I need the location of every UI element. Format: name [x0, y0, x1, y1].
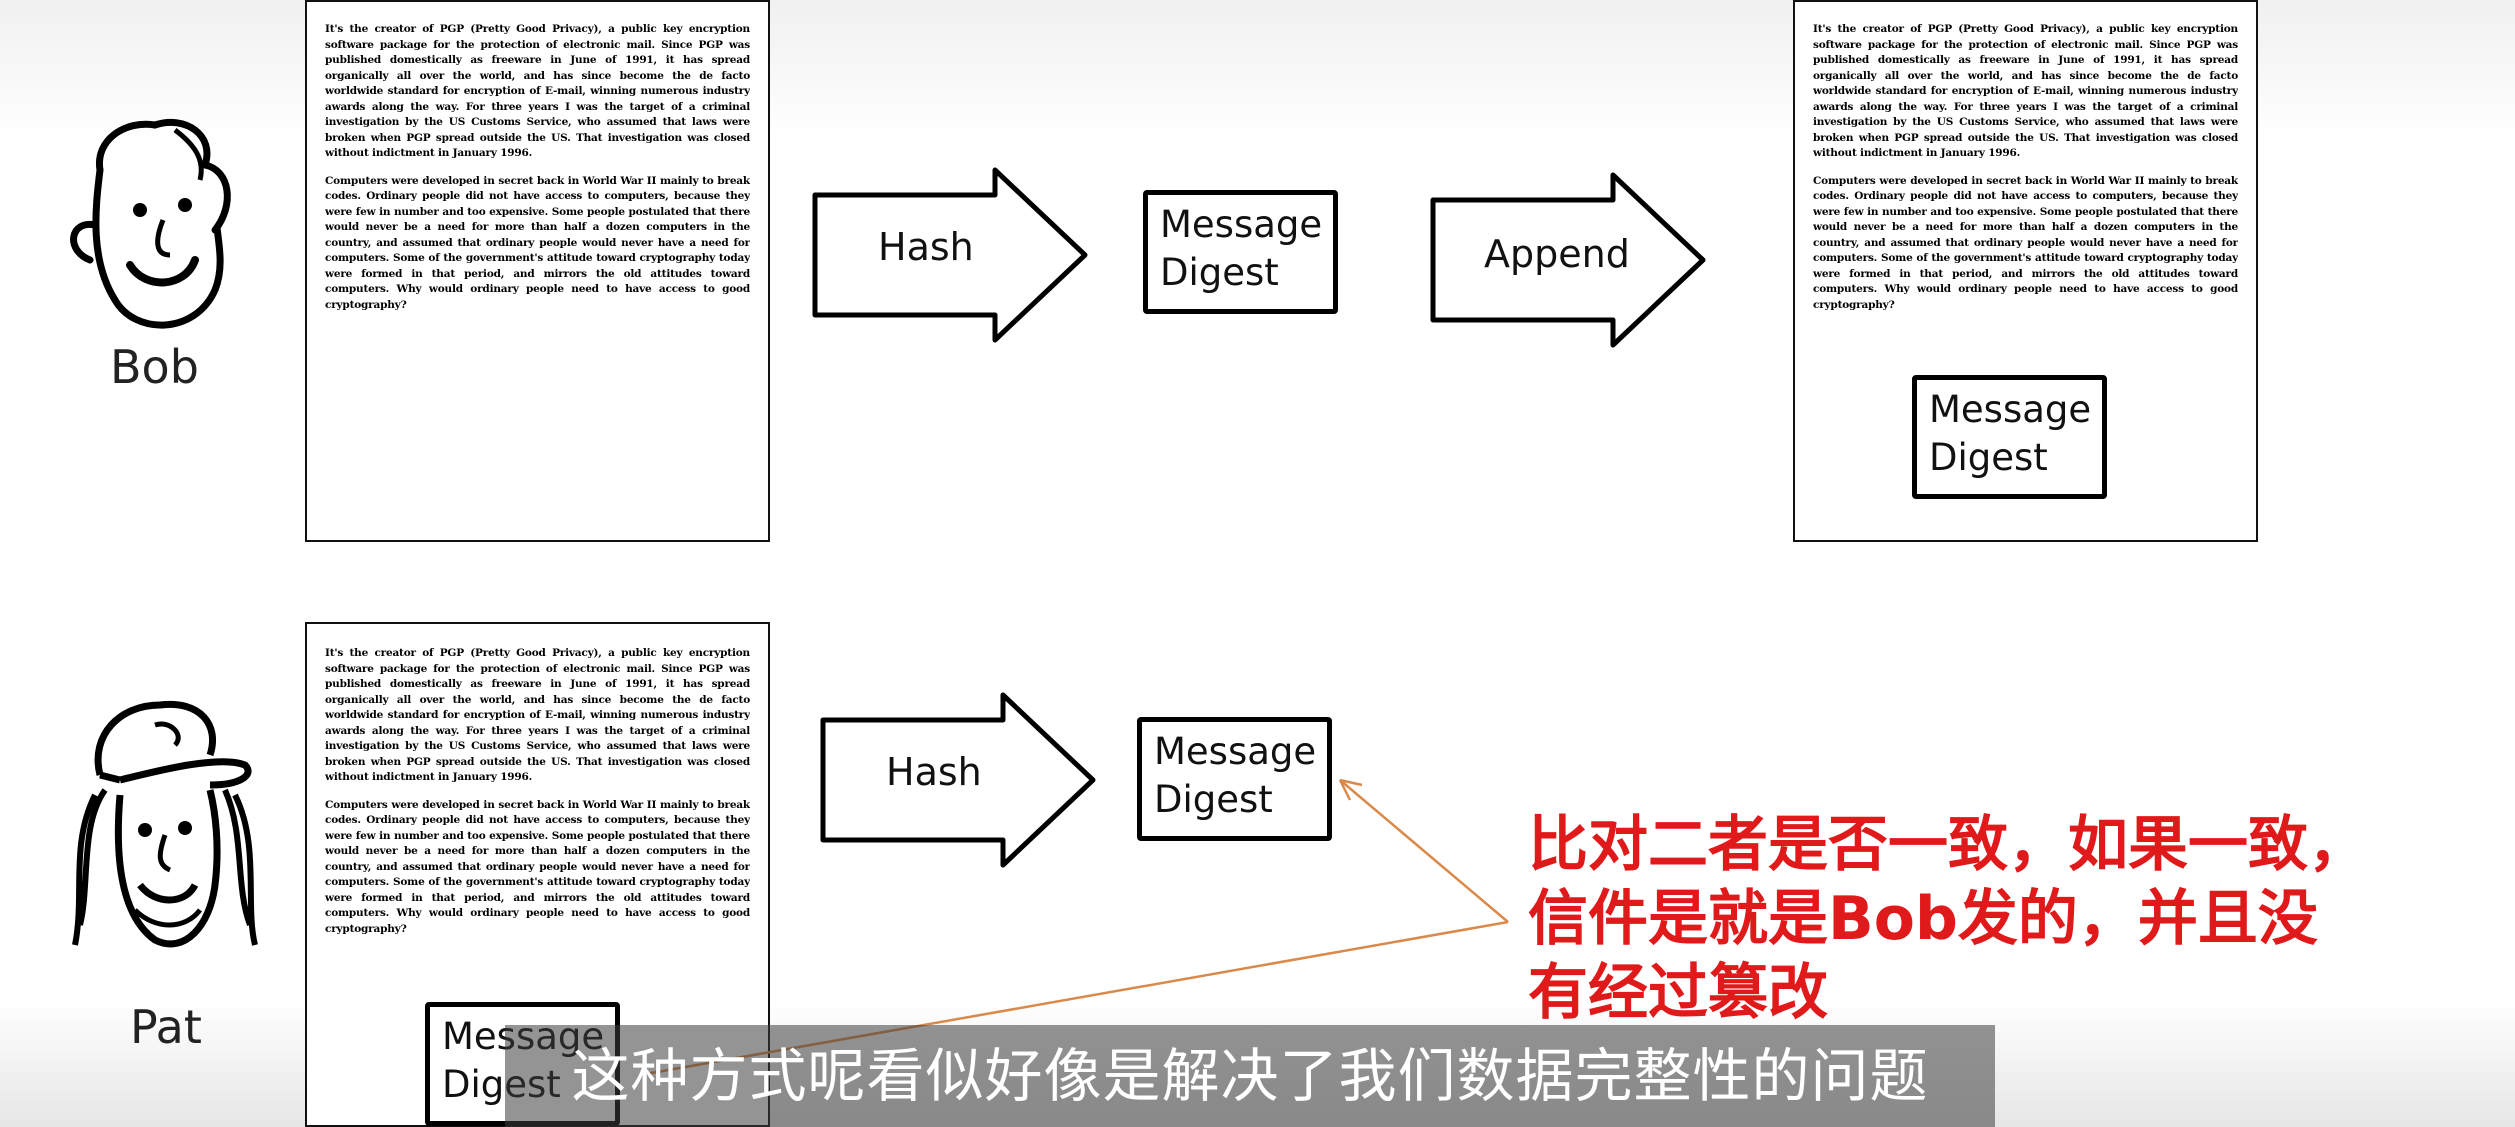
- comparison-note-line-2: 信件是就是Bob发的，并且没: [1528, 882, 2508, 956]
- comparison-note: 比对二者是否一致，如果一致， 信件是就是Bob发的，并且没 有经过篡改: [1528, 808, 2508, 1030]
- comparison-note-line-1: 比对二者是否一致，如果一致，: [1528, 808, 2508, 882]
- comparison-note-line-3: 有经过篡改: [1528, 956, 2508, 1030]
- video-subtitle: 这种方式呢看似好像是解决了我们数据完整性的问题: [505, 1025, 1995, 1127]
